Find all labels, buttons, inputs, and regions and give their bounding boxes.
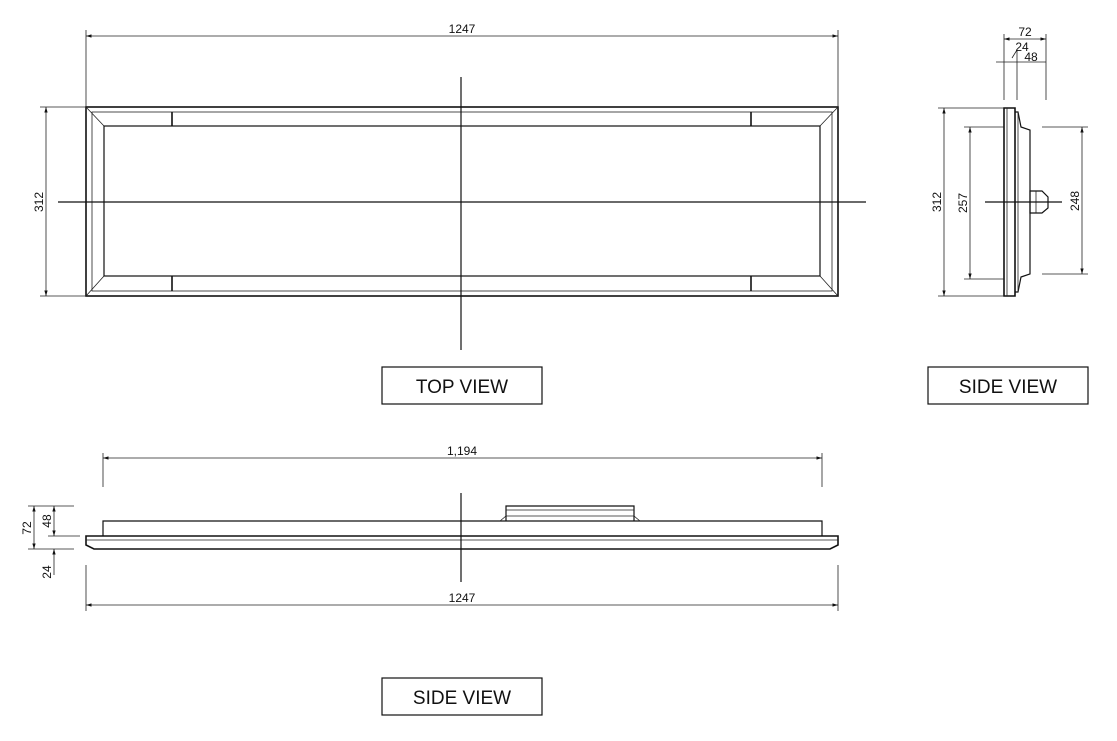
side-view-bottom-label: SIDE VIEW [413, 688, 511, 709]
side-view-right-depth-frame-dim: 24 [1015, 40, 1029, 54]
side-view-bottom-body [102, 520, 823, 536]
side-view-bottom: 1,194 1247 72 48 24 SIDE VIEW [20, 444, 839, 716]
side-view-bottom-frame-height-dim: 24 [40, 565, 54, 579]
side-view-bottom-total-width-dim: 1247 [449, 591, 476, 605]
side-view-bottom-body-width-dim: 1,194 [447, 444, 477, 458]
side-view-right-inner-height-dim: 257 [956, 193, 970, 213]
side-view-bottom-label-box [381, 677, 543, 716]
side-view-right-label-box [927, 366, 1089, 405]
side-view-right-frame [1003, 107, 1016, 297]
top-view-height-dim: 312 [32, 192, 46, 212]
top-view-label-box [381, 366, 543, 405]
side-view-right-body-height-dim: 248 [1068, 191, 1082, 211]
side-view-bottom-body-height-dim: 48 [40, 514, 54, 528]
side-view-bottom-frame [85, 535, 839, 550]
top-view-label: TOP VIEW [416, 377, 508, 398]
top-view-width-dim: 1247 [449, 22, 476, 36]
side-view-bottom-total-height-dim: 72 [20, 521, 34, 535]
side-view-right-depth-body-dim: 48 [1024, 50, 1038, 64]
side-view-right-height-dim: 312 [930, 192, 944, 212]
top-view: 1247 312 TOP VIEW [32, 22, 866, 405]
top-view-inner-panel [103, 125, 821, 277]
side-view-bottom-connector [505, 505, 635, 521]
side-view-right-connector [1029, 190, 1049, 214]
side-view-right-depth-total-dim: 72 [1018, 25, 1032, 39]
side-view-right: 312 257 248 72 24 48 SIDE VIEW [927, 25, 1089, 405]
side-view-right-label: SIDE VIEW [959, 377, 1057, 398]
